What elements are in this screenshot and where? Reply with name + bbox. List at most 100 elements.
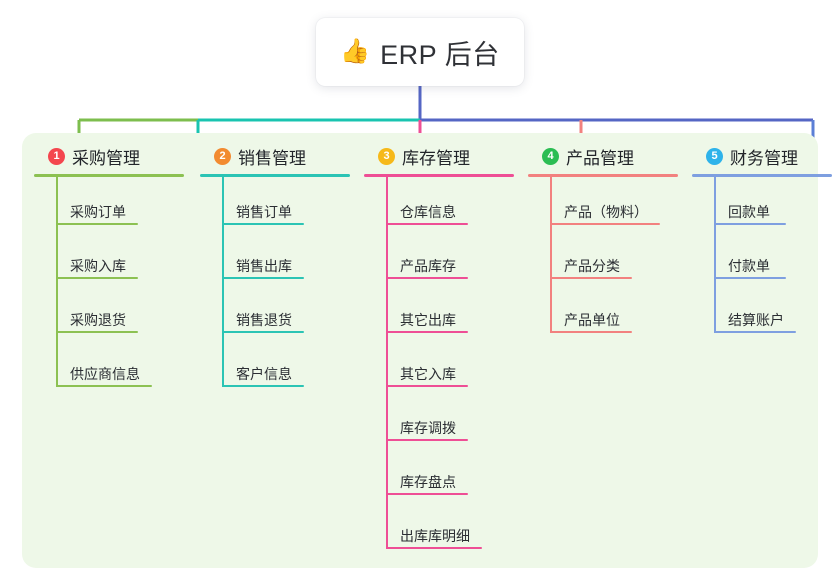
leaf-node[interactable]: 采购订单 — [34, 177, 184, 231]
leaf-node[interactable]: 库存调拨 — [364, 393, 514, 447]
leaf-label: 产品分类 — [564, 258, 620, 274]
leaf-node[interactable]: 供应商信息 — [34, 339, 184, 393]
leaf-rule — [714, 331, 796, 333]
branch-spine — [386, 177, 388, 549]
leaf-node[interactable]: 仓库信息 — [364, 177, 514, 231]
branch-column-1: 1 采购管理采购订单采购入库采购退货供应商信息 — [34, 143, 184, 393]
leaf-rule — [222, 385, 304, 387]
branch-item-list: 采购订单采购入库采购退货供应商信息 — [34, 177, 184, 393]
branch-number-badge: 5 — [706, 147, 723, 165]
branch-spine — [714, 177, 716, 333]
leaf-rule — [386, 439, 468, 441]
leaf-label: 库存盘点 — [400, 474, 456, 490]
leaf-node[interactable]: 结算账户 — [692, 285, 832, 339]
leaf-label: 销售出库 — [236, 258, 292, 274]
branch-title: 采购管理 — [72, 148, 140, 168]
branch-header-rule — [528, 174, 678, 177]
branch-column-5: 5 财务管理回款单付款单结算账户 — [692, 143, 832, 339]
leaf-rule — [386, 223, 468, 225]
leaf-rule — [56, 385, 152, 387]
leaf-label: 销售退货 — [236, 312, 292, 328]
leaf-node[interactable]: 产品（物料） — [528, 177, 678, 231]
leaf-label: 采购入库 — [70, 258, 126, 274]
leaf-node[interactable]: 产品库存 — [364, 231, 514, 285]
leaf-rule — [386, 493, 468, 495]
branch-number-badge: 4 — [542, 147, 559, 165]
branch-item-list: 产品（物料） 产品分类产品单位 — [528, 177, 678, 339]
branch-item-list: 回款单付款单结算账户 — [692, 177, 832, 339]
leaf-label: 供应商信息 — [70, 366, 140, 382]
branch-number-badge: 1 — [48, 147, 65, 165]
branch-header-4[interactable]: 4 产品管理 — [528, 143, 678, 169]
leaf-label: 销售订单 — [236, 204, 292, 220]
thumbs-up-icon: 👍 — [340, 38, 371, 65]
branch-header-rule — [692, 174, 832, 177]
leaf-rule — [550, 223, 660, 225]
branch-header-rule — [364, 174, 514, 177]
leaf-rule — [56, 277, 138, 279]
root-node[interactable]: 👍 ERP 后台 — [316, 18, 524, 86]
branch-item-list: 销售订单销售出库销售退货客户信息 — [200, 177, 350, 393]
leaf-label: 采购订单 — [70, 204, 126, 220]
leaf-node[interactable]: 销售退货 — [200, 285, 350, 339]
leaf-label: 其它入库 — [400, 366, 456, 382]
branch-title: 财务管理 — [730, 148, 798, 168]
leaf-label: 库存调拨 — [400, 420, 456, 436]
leaf-label: 产品单位 — [564, 312, 620, 328]
leaf-label: 客户信息 — [236, 366, 292, 382]
leaf-rule — [56, 331, 138, 333]
leaf-label: 产品库存 — [400, 258, 456, 274]
leaf-label: 回款单 — [728, 204, 770, 220]
leaf-rule — [386, 547, 482, 549]
leaf-node[interactable]: 库存盘点 — [364, 447, 514, 501]
leaf-label: 仓库信息 — [400, 204, 456, 220]
branches-panel — [22, 133, 818, 568]
branch-number-badge: 3 — [378, 147, 395, 165]
leaf-node[interactable]: 其它出库 — [364, 285, 514, 339]
leaf-node[interactable]: 销售订单 — [200, 177, 350, 231]
leaf-rule — [550, 331, 632, 333]
leaf-label: 采购退货 — [70, 312, 126, 328]
leaf-label: 产品（物料） — [564, 204, 648, 220]
leaf-node[interactable]: 销售出库 — [200, 231, 350, 285]
leaf-node[interactable]: 付款单 — [692, 231, 832, 285]
leaf-rule — [386, 331, 468, 333]
branch-header-5[interactable]: 5 财务管理 — [692, 143, 832, 169]
leaf-rule — [222, 331, 304, 333]
leaf-node[interactable]: 出库库明细 — [364, 501, 514, 555]
branch-spine — [222, 177, 224, 387]
leaf-rule — [222, 277, 304, 279]
leaf-rule — [714, 277, 786, 279]
leaf-node[interactable]: 产品单位 — [528, 285, 678, 339]
branch-item-list: 仓库信息产品库存其它出库其它入库库存调拨库存盘点出库库明细 — [364, 177, 514, 555]
leaf-node[interactable]: 回款单 — [692, 177, 832, 231]
branch-title: 产品管理 — [566, 148, 634, 168]
branch-spine — [550, 177, 552, 333]
leaf-rule — [386, 277, 468, 279]
leaf-node[interactable]: 其它入库 — [364, 339, 514, 393]
leaf-node[interactable]: 采购退货 — [34, 285, 184, 339]
leaf-node[interactable]: 产品分类 — [528, 231, 678, 285]
leaf-node[interactable]: 采购入库 — [34, 231, 184, 285]
leaf-rule — [222, 223, 304, 225]
branch-spine — [56, 177, 58, 387]
leaf-node[interactable]: 客户信息 — [200, 339, 350, 393]
branch-column-4: 4 产品管理产品（物料） 产品分类产品单位 — [528, 143, 678, 339]
leaf-label: 其它出库 — [400, 312, 456, 328]
branch-number-badge: 2 — [214, 147, 231, 165]
leaf-rule — [56, 223, 138, 225]
branch-header-rule — [200, 174, 350, 177]
leaf-label: 出库库明细 — [400, 528, 470, 544]
branch-header-1[interactable]: 1 采购管理 — [34, 143, 184, 169]
root-title: ERP 后台 — [380, 39, 500, 70]
leaf-label: 结算账户 — [728, 312, 784, 328]
leaf-rule — [550, 277, 632, 279]
leaf-label: 付款单 — [728, 258, 770, 274]
branch-header-rule — [34, 174, 184, 177]
leaf-rule — [386, 385, 468, 387]
